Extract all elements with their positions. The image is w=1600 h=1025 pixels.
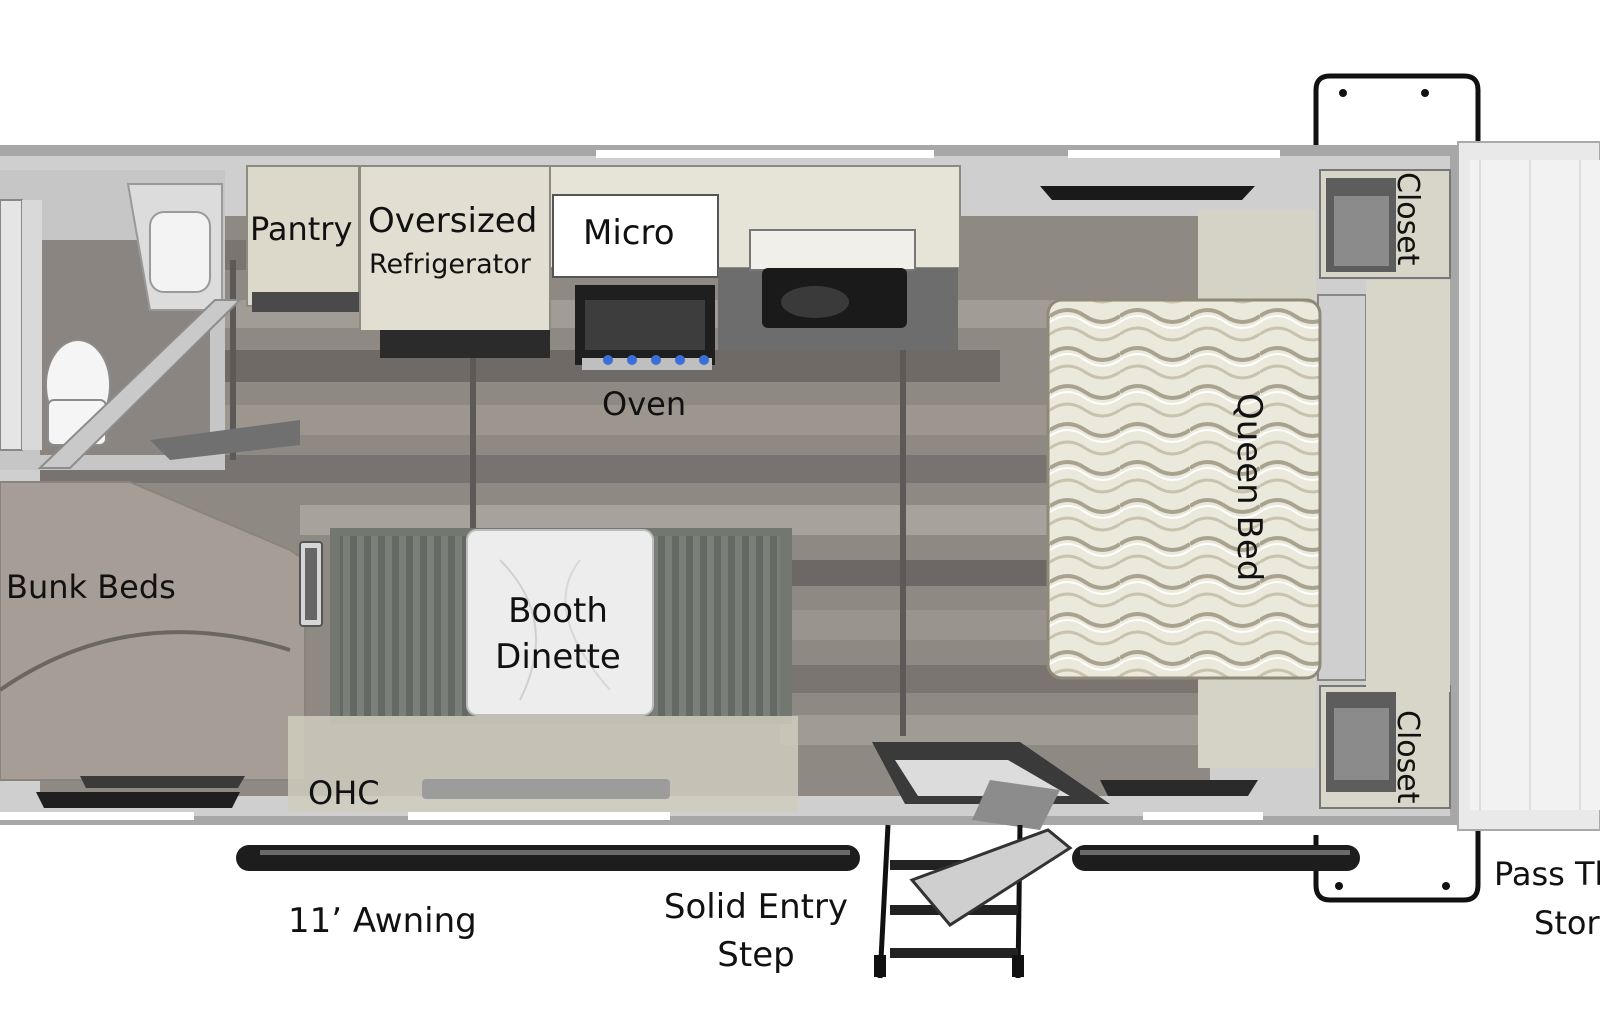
entry-step: [874, 824, 1073, 979]
label-entry-step-2: Step: [717, 935, 794, 975]
label-queen-bed: Queen Bed: [1229, 393, 1269, 581]
label-micro: Micro: [583, 213, 675, 253]
bed-base: [1366, 280, 1450, 692]
refrigerator: [359, 165, 551, 358]
booth-dinette: [288, 528, 798, 812]
label-closet-top: Closet: [1390, 172, 1425, 266]
microwave: [565, 198, 715, 274]
floor-vent-right: [1100, 780, 1258, 796]
kitchen-sink: [749, 229, 916, 328]
label-pass-through-1: Pass Th: [1494, 855, 1600, 893]
label-oven: Oven: [602, 385, 686, 423]
bedroom-nightstand: [1198, 210, 1316, 300]
label-closet-bottom: Closet: [1390, 710, 1425, 804]
awning: [236, 845, 1360, 871]
closet-bottom: [1319, 685, 1451, 809]
pass-through-storage-door: [1457, 141, 1600, 831]
label-bunk-beds: Bunk Beds: [6, 568, 176, 606]
roof-vent-top: [1040, 186, 1255, 200]
label-refrigerator: Refrigerator: [369, 249, 532, 280]
rear-bumper-frame: [1313, 73, 1481, 903]
queen-bed: [1046, 298, 1322, 680]
floor-vent-left-2: [80, 776, 245, 788]
headboard: [1317, 294, 1367, 681]
bedroom-nightstand-bottom: [1198, 676, 1316, 768]
label-pass-through-2: Stor: [1534, 904, 1600, 942]
entry-door: [872, 742, 1110, 830]
floor-vent-left: [36, 792, 240, 808]
label-booth: Booth: [508, 591, 608, 631]
windows: [0, 150, 1280, 820]
label-pantry: Pantry: [250, 210, 352, 248]
label-dinette: Dinette: [495, 637, 621, 677]
closet-top: [1319, 169, 1451, 279]
label-ohc: OHC: [308, 774, 380, 812]
label-awning: 11’ Awning: [288, 901, 477, 941]
label-oversized: Oversized: [368, 201, 537, 241]
bunk-beds-area: [0, 481, 323, 781]
oven: [575, 285, 715, 370]
label-entry-step-1: Solid Entry: [664, 887, 848, 927]
bathroom: [0, 170, 300, 470]
pantry-cabinet: [246, 165, 362, 312]
